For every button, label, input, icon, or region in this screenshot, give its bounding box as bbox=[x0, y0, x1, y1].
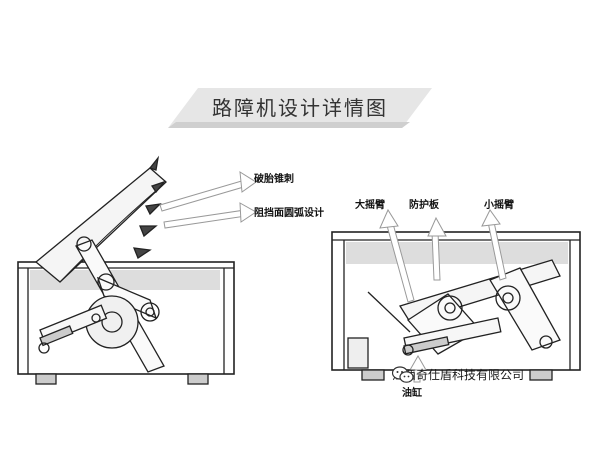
right-base-foot bbox=[529, 369, 553, 381]
label-arc-surface-design: 阻挡面圆弧设计 bbox=[254, 208, 324, 219]
tire-spike bbox=[132, 247, 152, 259]
title-banner-shadow bbox=[168, 122, 410, 128]
watermark-company-name: 江西奇仕盾科技有限公司 bbox=[392, 368, 525, 382]
tire-spike bbox=[145, 203, 162, 216]
tire-spike bbox=[139, 225, 158, 238]
title-banner bbox=[168, 88, 432, 128]
tire-spike bbox=[150, 180, 166, 194]
left-pit-frame bbox=[17, 261, 235, 375]
left-base-foot bbox=[35, 373, 57, 385]
right-roadblocker bbox=[331, 231, 581, 381]
left-roadblocker bbox=[17, 155, 235, 385]
tire-spike bbox=[148, 155, 160, 171]
left-base-foot bbox=[187, 373, 209, 385]
label-tire-breaker-cone: 破胎锥刺 bbox=[254, 174, 294, 185]
right-base-foot bbox=[361, 369, 385, 381]
pointer-arrow-arc bbox=[163, 209, 247, 229]
label-small-arm: 小摇臂 bbox=[484, 200, 514, 211]
label-guard-plate: 防护板 bbox=[409, 200, 439, 211]
pointer-arrow-guard bbox=[431, 231, 441, 281]
pointer-arrow-spike bbox=[159, 179, 248, 212]
wechat-icon bbox=[392, 366, 414, 383]
small-arm bbox=[489, 267, 561, 351]
watermark: 江西奇仕盾科技有限公司 bbox=[392, 366, 524, 383]
label-large-arm: 大摇臂 bbox=[355, 200, 385, 211]
label-cylinder: 油缸 bbox=[402, 388, 422, 399]
right-pit-frame bbox=[331, 231, 581, 371]
page-title: 路障机设计详情图 bbox=[212, 96, 388, 120]
